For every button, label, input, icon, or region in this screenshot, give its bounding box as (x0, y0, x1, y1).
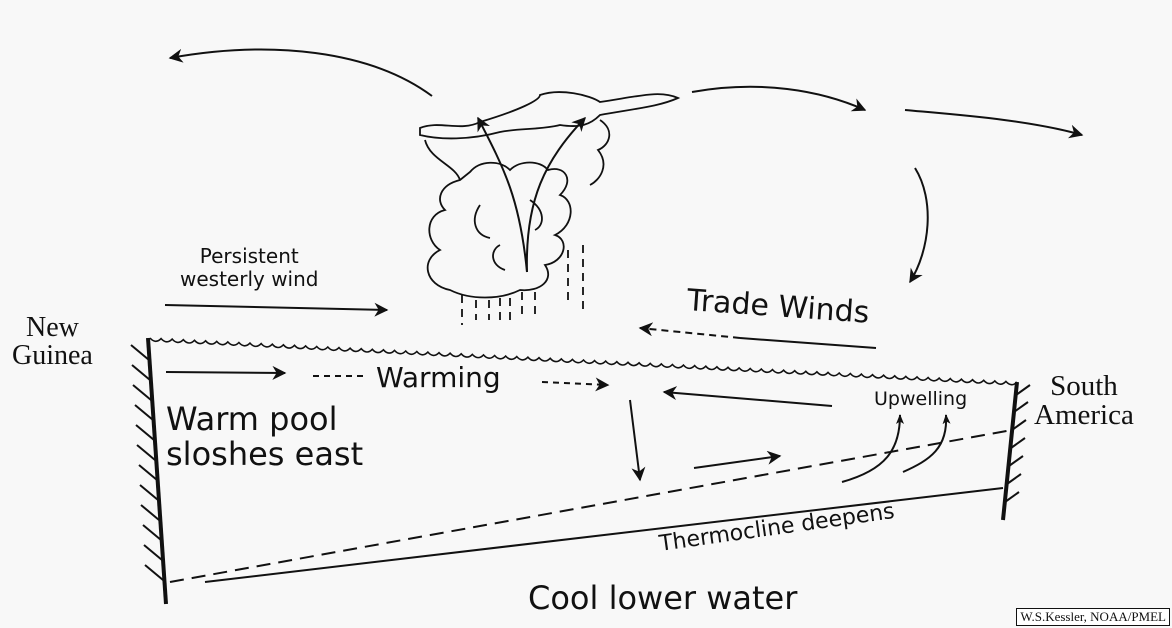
sea-surface (149, 337, 1018, 386)
new-guinea-hatching (130, 344, 164, 581)
updraft-arrows (477, 116, 586, 273)
arrow-trade-winds-dashed (638, 322, 741, 339)
arrow-upwelling-1 (841, 414, 904, 483)
south-america-coast (1001, 381, 1019, 521)
arrow-upwelling-2 (902, 414, 951, 473)
label-upwelling: Upwelling (874, 388, 968, 410)
label-new-guinea: New Guinea (12, 312, 93, 371)
arrow-trade-winds-solid (739, 337, 877, 349)
arrow-warming-dash-right (541, 377, 610, 392)
rain (461, 245, 584, 325)
label-south-america: South America (1034, 370, 1134, 431)
convective-cloud (419, 91, 681, 299)
arrow-subsurface-east (693, 450, 782, 469)
thermocline-dashed (169, 429, 1013, 583)
label-cool-lower-water: Cool lower water (528, 579, 798, 617)
arrow-upper-east-2 (904, 109, 1084, 139)
arrow-upper-west (168, 48, 433, 97)
label-warming: Warming (376, 361, 501, 394)
thermocline-solid (204, 487, 1004, 583)
credit-label: W.S.Kessler, NOAA/PMEL (1016, 608, 1170, 626)
arrow-westerly-wind (164, 302, 389, 317)
south-america-hatching (1004, 384, 1031, 503)
arrow-westward-current (662, 386, 833, 407)
arrow-subsidence (909, 167, 929, 284)
new-guinea-coast (146, 337, 168, 605)
arrow-upper-east-1 (691, 85, 867, 112)
label-persistent-westerly-wind: Persistent westerly wind (180, 244, 319, 291)
arrow-downwelling (629, 399, 646, 482)
label-warm-pool: Warm pool sloshes east (166, 400, 364, 473)
arrow-surface-east (165, 365, 287, 380)
